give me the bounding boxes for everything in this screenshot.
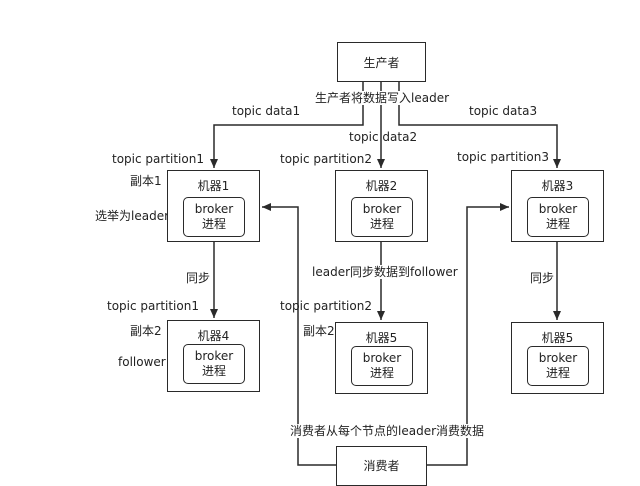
topic-partition2-replica-label: topic partition2 (280, 299, 372, 313)
broker-process-4: broker 进程 (183, 344, 245, 384)
machine3-box: 机器3 broker 进程 (511, 170, 604, 242)
broker-text: broker (362, 351, 402, 365)
machine5-right-box: 机器5 broker 进程 (511, 322, 604, 394)
sync-label-2: 同步 (530, 271, 555, 285)
broker-text: broker (538, 202, 578, 216)
broker-process-2: broker 进程 (351, 197, 413, 237)
producer-box: 生产者 (337, 42, 426, 82)
arrow-consumer-to-machine1 (262, 203, 336, 466)
broker-process-1: broker 进程 (183, 197, 245, 237)
leader-sync-follower-label: leader同步数据到follower (312, 265, 458, 279)
topic-partition1-replica-label: topic partition1 (107, 299, 199, 313)
process-text: 进程 (201, 217, 226, 231)
process-text: 进程 (369, 366, 394, 380)
sync-label-1: 同步 (186, 271, 211, 285)
replica1-label: 副本1 (130, 174, 162, 188)
broker-text: broker (538, 351, 578, 365)
process-text: 进程 (545, 217, 570, 231)
topic-data2-label: topic data2 (349, 130, 418, 144)
topic-data1-label: topic data1 (232, 104, 301, 118)
machine1-box: 机器1 broker 进程 (167, 170, 260, 242)
process-text: 进程 (545, 366, 570, 380)
machine2-label: 机器2 (365, 179, 398, 193)
broker-process-5a: broker 进程 (351, 346, 413, 386)
replica2-label-center: 副本2 (303, 324, 335, 338)
consumer-label: 消费者 (363, 459, 400, 473)
producer-write-label: 生产者将数据写入leader (315, 91, 450, 105)
producer-label: 生产者 (363, 56, 400, 70)
topic-data3-label: topic data3 (469, 104, 538, 118)
machine4-box: 机器4 broker 进程 (167, 320, 260, 392)
consumer-box: 消费者 (336, 446, 427, 486)
arrow-consumer-to-machine3 (427, 203, 509, 466)
machine5-center-box: 机器5 broker 进程 (335, 322, 428, 394)
process-text: 进程 (201, 364, 226, 378)
broker-text: broker (362, 202, 402, 216)
machine5-label: 机器5 (541, 331, 574, 345)
topic-partition1-label: topic partition1 (112, 152, 204, 166)
machine1-label: 机器1 (197, 179, 230, 193)
topic-partition2-label: topic partition2 (280, 152, 372, 166)
broker-process-5b: broker 进程 (527, 346, 589, 386)
broker-process-3: broker 进程 (527, 197, 589, 237)
broker-text: broker (194, 202, 234, 216)
consumer-read-label: 消费者从每个节点的leader消费数据 (290, 424, 485, 438)
topic-partition3-label: topic partition3 (457, 150, 549, 164)
process-text: 进程 (369, 217, 394, 231)
machine2-box: 机器2 broker 进程 (335, 170, 428, 242)
machine5-label: 机器5 (365, 331, 398, 345)
elected-leader-label: 选举为leader (95, 209, 170, 223)
follower-label: follower (118, 355, 166, 369)
machine4-label: 机器4 (197, 329, 230, 343)
replica2-label-left: 副本2 (130, 324, 162, 338)
machine3-label: 机器3 (541, 179, 574, 193)
broker-text: broker (194, 349, 234, 363)
